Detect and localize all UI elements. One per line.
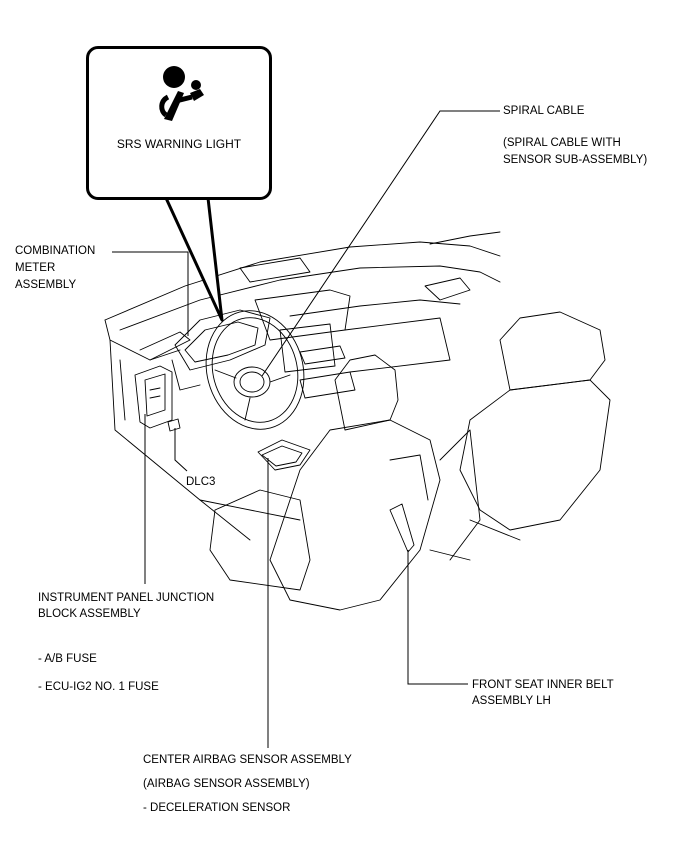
combination-meter-shape [171, 309, 271, 391]
airbag-sensor-shape [257, 439, 311, 471]
junction-block-shape [134, 365, 173, 429]
spiral-cable-subtitle: (SPIRAL CABLE WITH [503, 137, 621, 149]
steering-wheel-shape [205, 310, 305, 430]
combination-meter-label-1: COMBINATION [15, 245, 96, 257]
srs-warning-light-label: SRS WARNING LIGHT [116, 137, 242, 151]
seat-belt-label-1: FRONT SEAT INNER BELT [472, 679, 614, 691]
fuse-ab-label: - A/B FUSE [38, 653, 97, 665]
srs-warning-callout: SRS WARNING LIGHT [86, 46, 272, 200]
driver-seat-shape [209, 354, 441, 611]
leader-combination-meter [112, 251, 189, 336]
spiral-cable-label: SPIRAL CABLE [503, 105, 585, 117]
seat-belt-label-2: ASSEMBLY LH [472, 695, 551, 707]
center-airbag-label-3: - DECELERATION SENSOR [143, 802, 291, 814]
spiral-cable-subtitle-2: SENSOR SUB-ASSEMBLY) [503, 154, 648, 166]
fuse-ecu-label: - ECU-IG2 NO. 1 FUSE [38, 681, 159, 693]
callout-pointer [164, 196, 224, 322]
dlc3-connector [167, 418, 181, 432]
combination-meter-label-2: METER [15, 262, 56, 274]
airbag-warning-icon [159, 66, 204, 121]
dlc3-label: DLC3 [186, 476, 216, 488]
dashboard-outline [104, 231, 501, 321]
combination-meter-label-3: ASSEMBLY [15, 279, 77, 291]
center-airbag-label-2: (AIRBAG SENSOR ASSEMBLY) [143, 778, 310, 790]
seat-belt-buckle [389, 503, 415, 553]
leader-dlc3 [174, 428, 188, 472]
junction-block-label-2: BLOCK ASSEMBLY [38, 608, 141, 620]
junction-block-label-1: INSTRUMENT PANEL JUNCTION [38, 592, 215, 604]
leader-spiral-cable [261, 110, 500, 377]
center-airbag-label-1: CENTER AIRBAG SENSOR ASSEMBLY [143, 754, 352, 766]
passenger-seat-shape [439, 311, 611, 561]
leader-seat-belt [407, 550, 468, 685]
